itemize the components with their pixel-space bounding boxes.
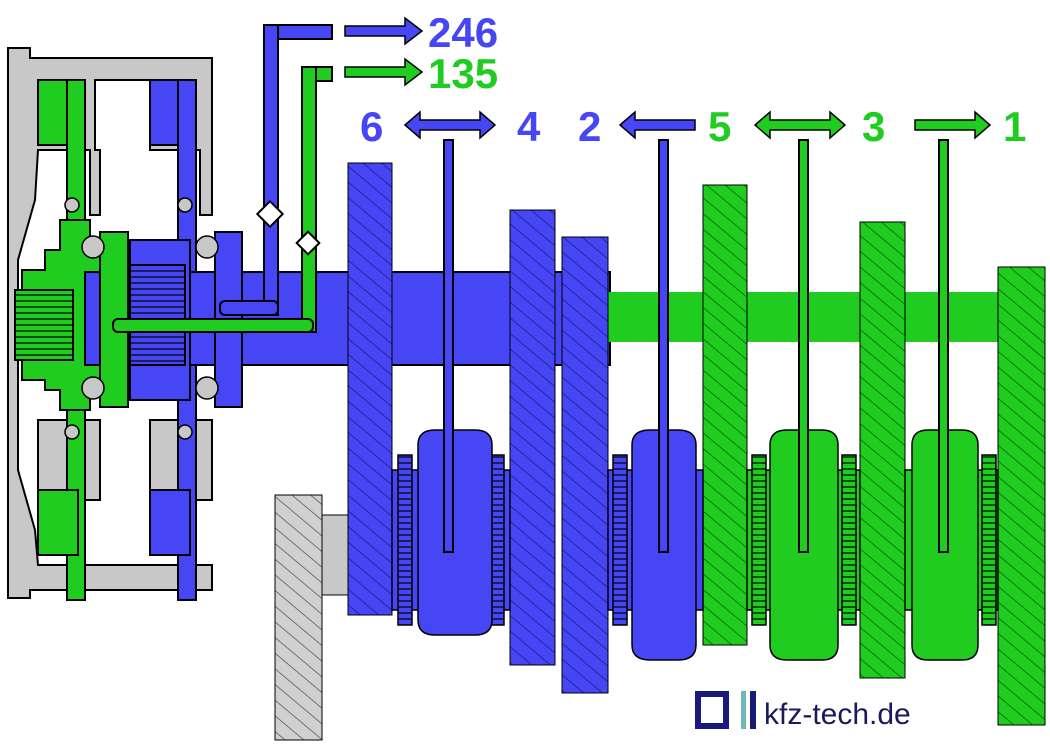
output-gear [274, 494, 323, 741]
odd-actuator-linkage [112, 66, 333, 333]
label-odd-gears: 135 [428, 50, 498, 97]
synchronizers [391, 429, 999, 661]
bearings [64, 197, 219, 440]
label-even-gears: 246 [428, 9, 498, 56]
arrows [344, 16, 992, 140]
double-arrow-icon [753, 110, 847, 140]
gear-5 [702, 184, 748, 646]
kfz-tech-logo: kfz-tech.de [695, 691, 911, 731]
gear-3 [859, 221, 906, 679]
label-gear-5: 5 [708, 103, 731, 150]
gear-1 [997, 266, 1046, 726]
gear-6 [347, 162, 393, 616]
logo-text: kfz-tech.de [764, 698, 911, 731]
double-arrow-icon [403, 110, 497, 140]
arrow-right-icon [344, 57, 424, 87]
label-gear-6: 6 [360, 103, 383, 150]
gear-4 [509, 209, 556, 666]
arrow-right-icon [914, 110, 992, 140]
label-gear-1: 1 [1003, 103, 1026, 150]
label-gear-2: 2 [578, 103, 601, 150]
label-gear-3: 3 [862, 103, 885, 150]
gear-2 [561, 236, 609, 694]
arrow-left-icon [618, 110, 696, 140]
label-gear-4: 4 [517, 103, 541, 150]
even-actuator-linkage [219, 24, 333, 316]
arrow-right-icon [344, 16, 424, 46]
gears [274, 162, 1046, 741]
shift-forks [443, 139, 949, 553]
